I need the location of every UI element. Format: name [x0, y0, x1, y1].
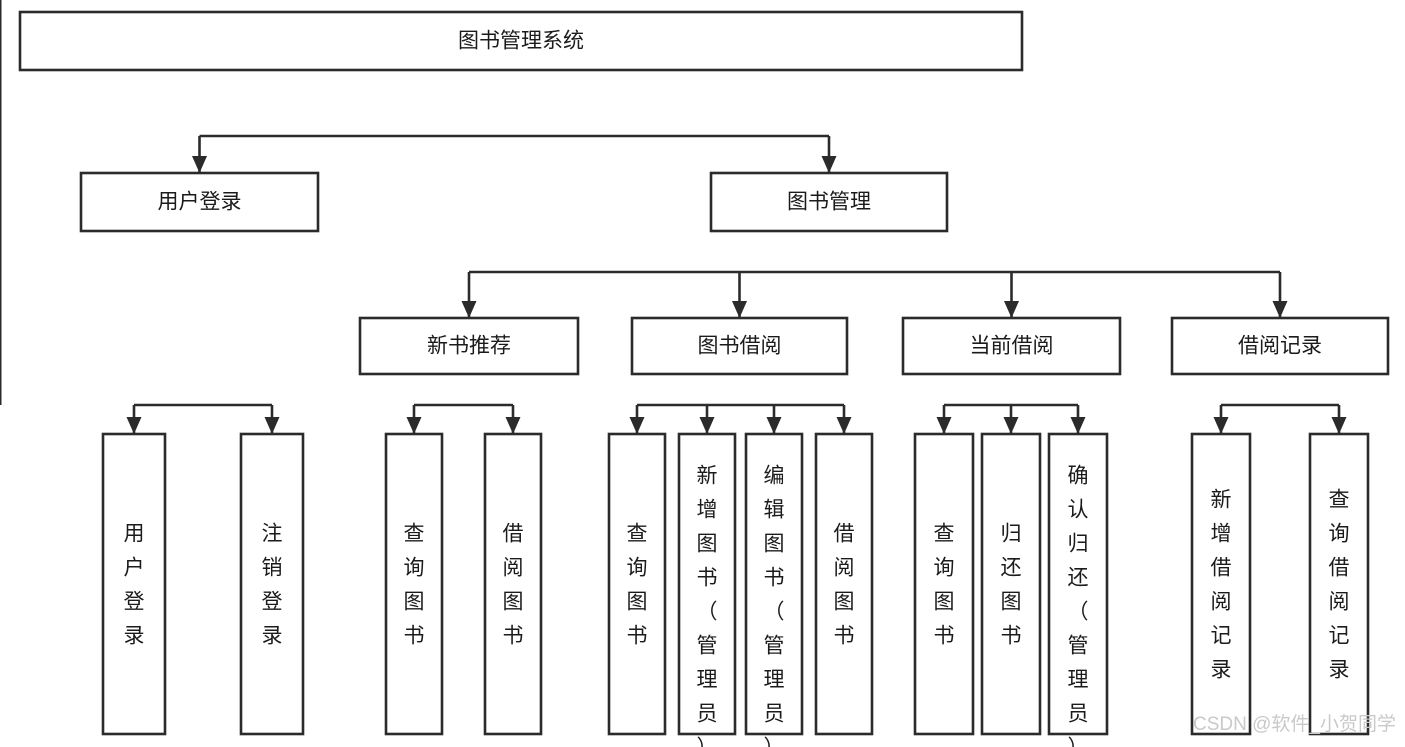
node-label-cb-return-book: 归还图书: [1001, 522, 1022, 647]
node-label-new-book-recommend: 新书推荐: [427, 335, 511, 358]
node-current-borrow[interactable]: 当前借阅: [901, 316, 1122, 376]
node-label-br-add-record: 新增借阅记录: [1211, 488, 1232, 681]
node-layer: 图书管理系统用户登录用户登录注销登录图书管理新书推荐查询图书借阅图书图书借阅查询…: [18, 10, 1390, 747]
node-br-add-record[interactable]: 新增借阅记录: [1190, 432, 1252, 736]
node-bb-edit-book-admin[interactable]: 编辑图书（管理员）: [744, 432, 804, 747]
node-label-bb-borrow-book: 借阅图书: [834, 522, 855, 647]
node-label-nbr-query-book: 查询图书: [404, 522, 425, 647]
node-label-cb-query-book: 查询图书: [934, 522, 955, 647]
node-label-bb-edit-book-admin: 编辑图书（管理员）: [764, 464, 785, 747]
node-borrow-record[interactable]: 借阅记录: [1170, 316, 1390, 376]
node-cb-return-book[interactable]: 归还图书: [980, 432, 1042, 736]
node-user-login-login[interactable]: 用户登录: [101, 432, 167, 736]
node-label-user-login-login: 用户登录: [124, 522, 145, 647]
node-nbr-borrow-book[interactable]: 借阅图书: [483, 432, 543, 736]
node-br-query-record[interactable]: 查询借阅记录: [1308, 432, 1370, 736]
csdn-watermark: CSDN @软件_小贺同学: [1193, 713, 1396, 735]
node-label-current-borrow: 当前借阅: [970, 335, 1054, 358]
node-label-book-borrow: 图书借阅: [698, 335, 782, 358]
node-user-login-logout[interactable]: 注销登录: [239, 432, 305, 736]
node-label-nbr-borrow-book: 借阅图书: [503, 522, 524, 647]
node-label-bb-add-book-admin: 新增图书（管理员）: [697, 464, 718, 747]
node-bb-query-book[interactable]: 查询图书: [607, 432, 667, 736]
node-new-book-recommend[interactable]: 新书推荐: [358, 316, 580, 376]
node-label-book-management: 图书管理: [787, 191, 871, 214]
node-label-br-query-record: 查询借阅记录: [1329, 488, 1350, 681]
connector-layer: [0, 0, 1347, 434]
node-label-bb-query-book: 查询图书: [627, 522, 648, 647]
node-user-login[interactable]: 用户登录: [79, 171, 320, 233]
node-label-borrow-record: 借阅记录: [1238, 335, 1322, 358]
node-cb-confirm-return-admin[interactable]: 确认归还（管理员）: [1047, 432, 1109, 747]
node-label-cb-confirm-return-admin: 确认归还（管理员）: [1068, 464, 1089, 747]
node-label-user-login-logout: 注销登录: [262, 522, 283, 647]
node-cb-query-book[interactable]: 查询图书: [913, 432, 975, 736]
node-nbr-query-book[interactable]: 查询图书: [384, 432, 444, 736]
node-root[interactable]: 图书管理系统: [18, 10, 1024, 72]
node-book-management[interactable]: 图书管理: [709, 171, 949, 233]
node-label-root: 图书管理系统: [458, 30, 584, 53]
node-book-borrow[interactable]: 图书借阅: [630, 316, 849, 376]
node-label-user-login: 用户登录: [158, 191, 242, 214]
node-bb-add-book-admin[interactable]: 新增图书（管理员）: [677, 432, 737, 747]
node-bb-borrow-book[interactable]: 借阅图书: [814, 432, 874, 736]
